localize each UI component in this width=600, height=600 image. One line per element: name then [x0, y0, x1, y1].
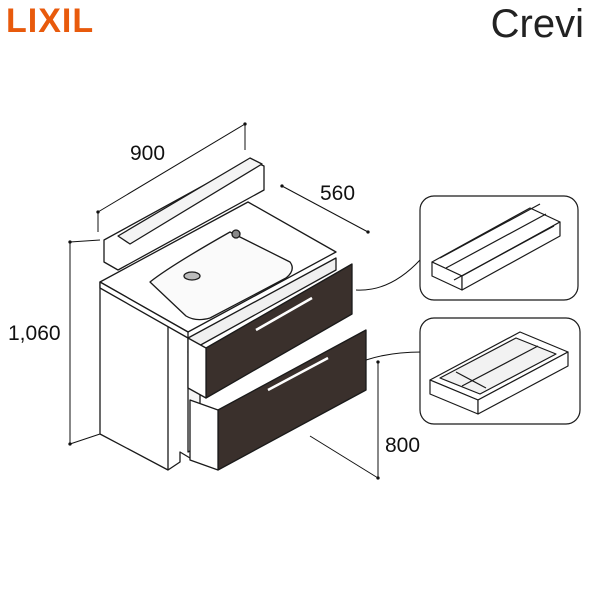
height-label: 1,060 [8, 322, 61, 345]
series-name: Crevi [490, 2, 584, 46]
inset-upper-drawer [419, 195, 579, 301]
lower-drawer [189, 329, 367, 471]
depth-label: 560 [320, 182, 355, 205]
vanity-cabinet [99, 157, 337, 471]
dimension-height [68, 239, 101, 446]
callout-lines [355, 259, 423, 361]
inset-lower-drawer [419, 317, 581, 425]
rail-tray-icon [431, 203, 561, 291]
lixil-logo: LIXIL [6, 2, 95, 40]
divider-tray-icon [429, 331, 569, 415]
dimension-width [96, 122, 247, 232]
cabinet-height-label: 800 [385, 434, 420, 457]
dimension-depth [280, 184, 370, 234]
width-label: 900 [130, 142, 165, 165]
dimension-cabinet-height [309, 360, 380, 480]
upper-drawer [187, 263, 353, 399]
